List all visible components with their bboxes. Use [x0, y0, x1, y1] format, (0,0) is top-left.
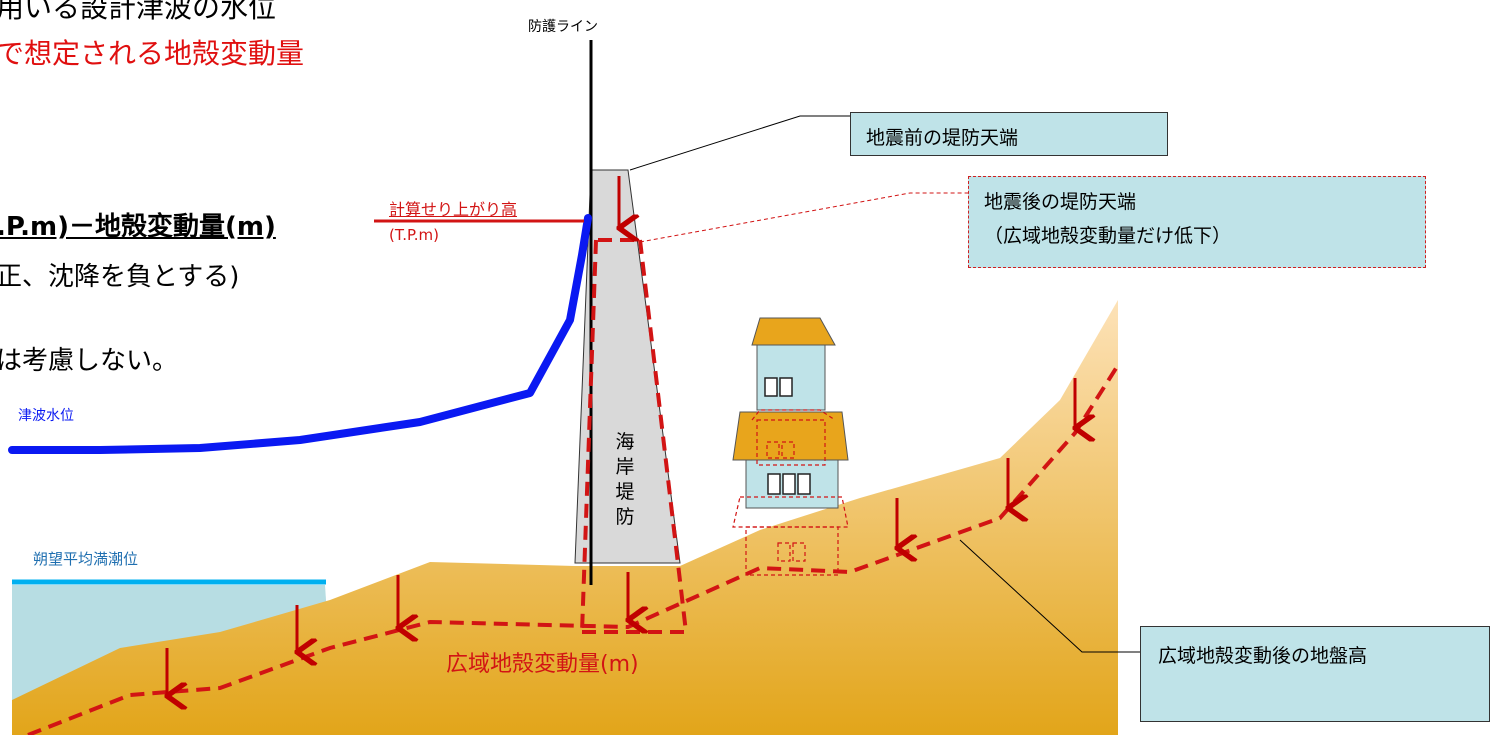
seawall-label: 海 岸 堤 防 — [611, 430, 639, 530]
crustal-movement-label: 広域地殻変動量(m) — [446, 652, 639, 677]
leader-after-crest — [639, 192, 968, 243]
seawall — [574, 169, 681, 564]
ground — [12, 300, 1118, 735]
tp-unit-label: (T.P.m) — [389, 226, 439, 244]
protection-line-label: 防護ライン — [528, 19, 598, 35]
house — [732, 317, 849, 509]
mean-high-tide-label: 朔望平均満潮位 — [33, 550, 139, 568]
seawall-label-char: 岸 — [615, 456, 635, 478]
ground-after-text: 広域地殻変動後の地盤高 — [1158, 645, 1368, 667]
tsunami-level-line — [8, 214, 592, 454]
tsunami-level-label: 津波水位 — [18, 408, 74, 424]
formula-line1: .P.m)－地殻変動量(m) — [0, 212, 276, 242]
subsidence-arrows — [167, 176, 1075, 696]
top-text-line1: 用いる設計津波の水位 — [0, 0, 277, 24]
before-crest-text: 地震前の堤防天端 — [866, 127, 1019, 149]
top-text-line2: で想定される地殻変動量 — [0, 37, 305, 70]
formula-line3: は考慮しない。 — [0, 346, 179, 376]
seawall-label-char: 防 — [615, 506, 635, 528]
formula-line2: 正、沈降を負とする) — [0, 262, 240, 292]
leader-ground-after — [959, 539, 1140, 653]
after-crest-text-line1: 地震後の堤防天端 — [984, 191, 1137, 213]
after-crest-text-line2: （広域地殻変動量だけ低下） — [984, 225, 1232, 247]
before-crest-callout: 地震前の堤防天端 — [850, 112, 1168, 156]
leader-before-crest — [629, 115, 850, 171]
after-crest-callout: 地震後の堤防天端 （広域地殻変動量だけ低下） — [968, 176, 1426, 268]
seawall-label-char: 海 — [615, 431, 635, 453]
seawall-label-char: 堤 — [615, 481, 635, 503]
house-after-subsidence — [732, 409, 849, 576]
ground-after-callout: 広域地殻変動後の地盤高 — [1140, 626, 1490, 722]
calc-runup-label: 計算せり上がり高 — [389, 200, 518, 219]
